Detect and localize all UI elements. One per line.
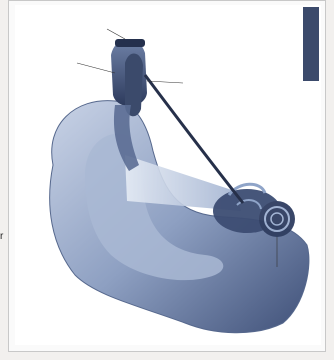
leader-upper-left — [77, 63, 115, 73]
ear-diagram — [15, 5, 321, 345]
side-tab — [303, 7, 319, 81]
diagram-panel — [15, 5, 321, 345]
leader-top — [107, 29, 125, 39]
edge-mark: r — [0, 232, 8, 242]
diagram-frame — [8, 0, 326, 352]
